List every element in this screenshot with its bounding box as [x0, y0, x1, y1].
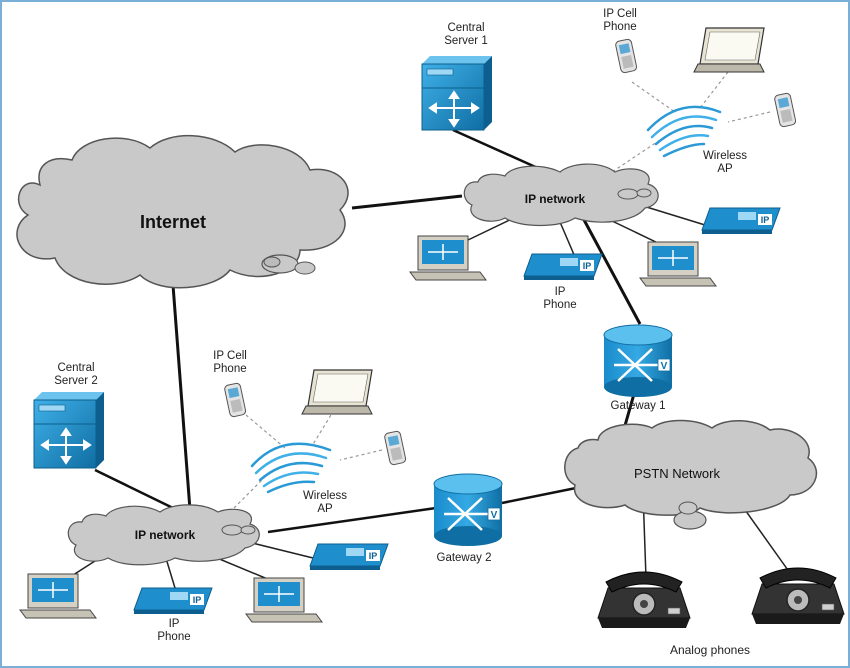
wireless-links — [229, 71, 771, 513]
link-gateway2-pstn — [501, 486, 577, 505]
wl-cell-top — [631, 81, 676, 113]
link-ipnet-ipphone-top — [559, 221, 576, 258]
ip-phone-bottom-right-badge: IP — [369, 551, 378, 561]
central-server-1-icon — [421, 56, 492, 131]
wl-cell-top-right — [727, 111, 771, 123]
wireless-ap-top-label-line2: AP — [717, 163, 733, 175]
link-ipnet-pc-top-right — [609, 219, 661, 245]
ip-phone-top-badge: IP — [583, 261, 592, 271]
ip-phone-top-label-line2: Phone — [543, 299, 577, 311]
ip-phone-top-right-icon: IP — [701, 207, 781, 234]
wl-laptop-bottom — [311, 409, 335, 447]
ip-phone-top-icon: IP — [523, 253, 603, 280]
gateway-1-label: Gateway 1 — [610, 400, 666, 412]
ip-phone-bottom-icon: IP — [133, 587, 213, 614]
analog-phones-label: Analog phones — [669, 643, 751, 657]
internet-cloud — [16, 134, 349, 289]
wireless-ap-top-label-line1: Wireless — [702, 150, 748, 162]
gateway-2-label: Gateway 2 — [436, 552, 492, 564]
ip-cell-phone-bottom-icon — [224, 382, 247, 418]
link-internet-ipnet-top — [351, 194, 463, 210]
cell-phone-top-right-icon — [774, 92, 797, 128]
ip-phone-top-right-badge: IP — [761, 215, 770, 225]
wl-cell-bottom — [245, 414, 286, 449]
ip-phone-bottom-right-icon: IP — [309, 543, 389, 570]
central-server-2-label-line2: Server 2 — [54, 375, 98, 387]
pc-top-left-icon — [409, 235, 487, 281]
link-ipnet-ipphone-top-right — [639, 204, 706, 226]
wireless-ap-top-icon — [646, 105, 722, 158]
wireless-ap-bottom-label-line1: Wireless — [302, 490, 348, 502]
link-server2-ipnet — [94, 468, 174, 510]
pc-top-right-icon — [639, 241, 717, 287]
link-ipnet-gateway2 — [267, 506, 437, 534]
gateway-2-icon: V — [433, 473, 503, 546]
ip-cell-phone-bottom-label: IP Cell Phone — [200, 350, 260, 376]
ip-network-cloud-bottom — [67, 504, 260, 566]
ip-phone-top-label: IP Phone — [530, 286, 590, 312]
analog-phone-left-icon — [597, 571, 691, 628]
central-server-2-label-line1: Central — [57, 362, 95, 374]
wireless-ap-bottom-label-line2: AP — [317, 503, 333, 515]
pc-bottom-left-icon — [19, 573, 97, 619]
wireless-ap-top-label: Wireless AP — [690, 150, 760, 176]
cell-phone-bottom-right-icon — [384, 430, 407, 466]
ip-cell-phone-bottom-label-line1: IP Cell — [213, 350, 247, 362]
wireless-ap-bottom-label: Wireless AP — [290, 490, 360, 516]
central-server-2-label: Central Server 2 — [36, 362, 116, 388]
ip-phone-bottom-label: IP Phone — [144, 618, 204, 644]
gateway-2-badge: V — [491, 510, 498, 521]
ip-network-cloud-top — [463, 163, 659, 227]
laptop-bottom-icon — [301, 369, 373, 415]
wl-laptop-top — [699, 71, 729, 109]
pstn-network-label: PSTN Network — [634, 466, 720, 481]
internet-label: Internet — [139, 212, 206, 232]
ip-phone-top-label-line1: IP — [554, 286, 566, 298]
ip-network-bottom-label: IP network — [134, 528, 196, 542]
ip-phone-bottom-label-line2: Phone — [157, 631, 191, 643]
pc-bottom-right-icon — [245, 577, 323, 623]
ip-phone-bottom-badge: IP — [193, 595, 202, 605]
central-server-1-label-line1: Central — [447, 22, 485, 34]
ip-cell-phone-top-label: IP Cell Phone — [590, 8, 650, 34]
ip-phone-bottom-label-line1: IP — [168, 618, 180, 630]
wl-cell-bottom-right — [339, 449, 383, 461]
ip-cell-phone-top-label-line2: Phone — [603, 21, 637, 33]
central-server-1-label: Central Server 1 — [426, 22, 506, 48]
ip-cell-phone-top-icon — [615, 38, 638, 74]
ip-network-top-label: IP network — [524, 192, 586, 206]
link-internet-ipnet-bottom — [171, 284, 192, 511]
ip-cell-phone-bottom-label-line2: Phone — [213, 363, 247, 375]
pstn-cloud — [564, 419, 818, 530]
link-ipnet-gateway1 — [581, 217, 642, 325]
central-server-1-label-line2: Server 1 — [444, 35, 488, 47]
laptop-top-icon — [693, 27, 765, 73]
wireless-ap-bottom-icon — [254, 452, 328, 494]
central-server-2-icon — [33, 392, 104, 469]
gateway-1-icon: V — [603, 324, 673, 397]
analog-phone-right-icon — [751, 567, 845, 624]
ip-cell-phone-top-label-line1: IP Cell — [603, 8, 637, 20]
gateway-1-badge: V — [661, 361, 668, 372]
